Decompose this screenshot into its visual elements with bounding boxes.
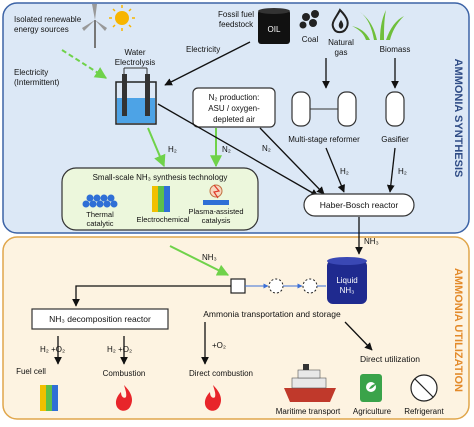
direct-combustion-label: Direct combustion (189, 369, 253, 378)
liquid-nh3-label-2: NH₃ (340, 286, 355, 295)
agriculture-label: Agriculture (353, 407, 392, 416)
gasifier-to-haber-arrow (386, 147, 396, 193)
n2-to-haber-arrow (259, 127, 325, 195)
electricity-label: Electricity (186, 45, 220, 54)
nh3-label-a: NH₃ (202, 253, 217, 262)
coal-icon (299, 10, 319, 29)
water-electrolysis-label: Water (124, 48, 145, 57)
thermal-catalytic-label-2: catalytic (86, 219, 113, 228)
fuel-cell-icon (40, 385, 58, 411)
multistage-reformer-icon (291, 91, 357, 127)
n2-production-label-2: ASU / oxygen- (208, 104, 260, 113)
plasma-label-2: catalysis (202, 216, 231, 225)
renewable-sources-label: Isolated renewable (14, 15, 82, 24)
h2-label-b: H₂ (340, 167, 349, 176)
n2-label-b: N₂ (262, 144, 271, 153)
electrochemical-label: Electrochemical (137, 215, 190, 224)
plasma-icon (203, 184, 229, 205)
sun-icon (109, 5, 135, 31)
n2-production-label: N₂ production: (209, 93, 260, 102)
fossil-feedstock-label: Fossil fuel (218, 10, 254, 19)
h2-o2-label-b: H₂ +O₂ (107, 345, 132, 354)
water-electrolysis-label-2: Electrolysis (115, 58, 155, 67)
intermittent-electricity-arrow (61, 49, 108, 79)
multistage-reformer-label: Multi-stage reformer (288, 135, 360, 144)
small-scale-nh3-arrow (169, 245, 230, 276)
thermal-catalyst-icon (82, 194, 118, 208)
electricity-intermittent-label-2: (Intermittent) (14, 78, 60, 87)
storage-to-decomposition-arrow (72, 285, 231, 307)
gasifier-icon (385, 91, 405, 127)
decomposition-reactor-box (31, 308, 169, 330)
decomposition-reactor-label: NH₃ decomposition reactor (49, 314, 151, 324)
o2-direct-label: +O₂ (212, 341, 226, 350)
natural-gas-label-2: gas (335, 48, 348, 57)
direct-utilization-arrow (344, 321, 373, 351)
oil-barrel-icon (258, 8, 290, 44)
ship-icon (284, 364, 336, 402)
n2-label-a: N₂ (222, 145, 231, 154)
transport-storage-label: Ammonia transportation and storage (203, 309, 341, 319)
reformer-to-haber-arrow (325, 147, 345, 193)
wind-turbine-icon (82, 4, 107, 48)
h2-o2-label-a: H₂ +O₂ (40, 345, 65, 354)
storage-circle-2 (302, 278, 318, 294)
electricity-intermittent-label: Electricity (14, 68, 48, 77)
combustion-label: Combustion (103, 369, 146, 378)
liquid-nh3-tank-icon (327, 257, 367, 304)
biomass-grass-icon (352, 10, 404, 40)
electrolysis-h2-arrow (147, 127, 166, 168)
n2-production-label-3: depleted air (213, 115, 255, 124)
oil-label: OIL (268, 25, 281, 34)
fossil-electricity-arrow (164, 41, 251, 86)
liquid-nh3-label: Liquid (336, 276, 357, 285)
thermal-catalytic-label: Thermal (86, 210, 114, 219)
coal-label: Coal (302, 35, 319, 44)
n2-production-box (192, 87, 276, 128)
refrigerant-icon (410, 374, 438, 402)
storage-circle-1 (268, 278, 284, 294)
renewable-sources-label-2: energy sources (14, 25, 69, 34)
haber-bosch-label: Haber-Bosch reactor (320, 200, 399, 210)
gasifier-label: Gasifier (381, 135, 409, 144)
storage-square (230, 278, 246, 294)
biomass-label: Biomass (380, 45, 411, 54)
direct-combustion-flame-icon (204, 385, 221, 411)
fuel-cell-label: Fuel cell (16, 367, 46, 376)
h2-label-c: H₂ (398, 167, 407, 176)
combustion-flame-icon (115, 385, 132, 411)
fertilizer-bag-icon (360, 374, 382, 402)
small-scale-title: Small-scale NH₃ synthesis technology (93, 173, 228, 182)
maritime-transport-label: Maritime transport (276, 407, 341, 416)
nh3-label-b: NH₃ (364, 237, 379, 246)
plasma-label: Plasma-assisted (188, 207, 243, 216)
h2-label-a: H₂ (168, 145, 177, 154)
electrochemical-cell-icon (152, 186, 170, 212)
electrolyzer-icon (115, 67, 157, 125)
refrigerant-label: Refrigerant (404, 407, 444, 416)
fossil-feedstock-label-2: feedstock (219, 20, 254, 29)
direct-utilization-label: Direct utilization (360, 354, 420, 364)
natural-gas-label: Natural (328, 38, 354, 47)
haber-bosch-box (303, 193, 415, 217)
synthesis-title: AMMONIA SYNTHESIS (452, 59, 464, 178)
natural-gas-flame-icon (331, 8, 349, 34)
electrolysis-to-haber-arrow (157, 103, 319, 197)
utilization-title: AMMONIA UTILIZATION (452, 268, 464, 392)
